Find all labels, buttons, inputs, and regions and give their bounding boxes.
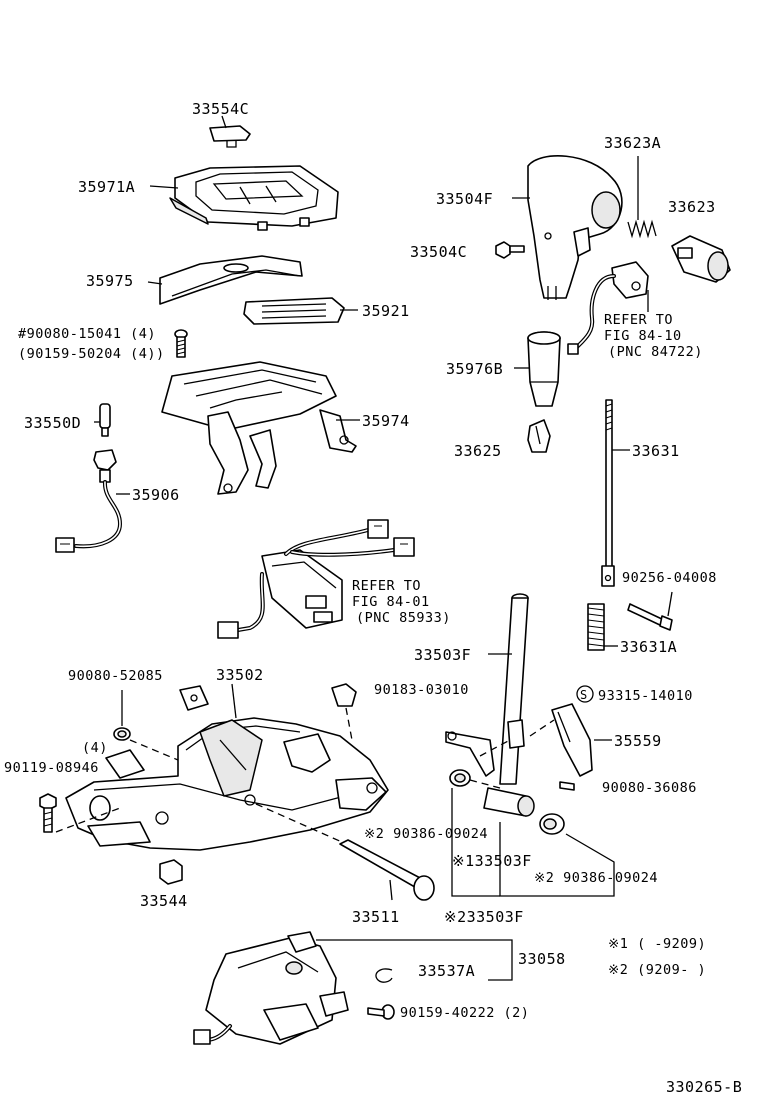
part-33544-drawing xyxy=(159,859,183,885)
part-33504f-drawing xyxy=(512,155,623,300)
part-35974-drawing xyxy=(161,361,360,495)
part-35906-drawing xyxy=(55,449,130,553)
label-35921: 35921 xyxy=(362,302,410,320)
label-93315-14010: 93315-14010 xyxy=(598,688,693,704)
part-33623a-drawing xyxy=(627,156,657,239)
label-refer-fig8410-2: FIG 84-10 xyxy=(604,328,682,344)
part-35975-drawing xyxy=(147,255,303,305)
group-bracket-33503f-drawing xyxy=(451,788,615,897)
label-33625: 33625 xyxy=(454,442,502,460)
label-90080-36086: 90080-36086 xyxy=(602,780,697,796)
label-33631a: 33631A xyxy=(620,638,677,656)
label-33537a: 33537A xyxy=(418,962,475,980)
label-33623: 33623 xyxy=(668,198,716,216)
label-35975: 35975 xyxy=(86,272,134,290)
part-35976b-drawing xyxy=(514,331,561,407)
label-33504c: 33504C xyxy=(410,243,467,261)
part-93315-14010-drawing: S xyxy=(576,685,594,703)
label-note1: ※1 ( -9209) xyxy=(608,936,706,952)
label-35559: 35559 xyxy=(614,732,662,750)
label-35974: 35974 xyxy=(362,412,410,430)
clip-90183-03010-drawing xyxy=(331,683,357,741)
label-33544: 33544 xyxy=(140,892,188,910)
part-33058-drawing xyxy=(193,931,513,1045)
label-90119-08946: 90119-08946 xyxy=(4,760,99,776)
label-90386-09024-a: ※2 90386-09024 xyxy=(364,826,488,842)
label-refer-fig8410-1: REFER TO xyxy=(604,312,673,328)
switch-fig8410-drawing xyxy=(567,261,649,355)
label-90386-09024-b: ※2 90386-09024 xyxy=(534,870,658,886)
label-90183-03010: 90183-03010 xyxy=(374,682,469,698)
label-90080-15041: #90080-15041 (4) xyxy=(18,326,156,342)
label-33504f: 33504F xyxy=(436,190,493,208)
label-35976b: 35976B xyxy=(446,360,503,378)
part-35559-drawing xyxy=(529,703,612,777)
part-33537a-drawing xyxy=(375,968,393,983)
label-refer-fig8401-3: (PNC 85933) xyxy=(356,610,451,626)
svg-text:S: S xyxy=(580,688,588,702)
label-refer-fig8410-3: (PNC 84722) xyxy=(608,344,703,360)
screw-90080-36086-drawing xyxy=(559,781,575,791)
screw-90080-15041-drawing xyxy=(174,329,188,358)
pin-90256-04008-drawing xyxy=(627,591,673,631)
label-33502: 33502 xyxy=(216,666,264,684)
label-33058: 33058 xyxy=(518,950,566,968)
label-33503f: 33503F xyxy=(414,646,471,664)
part-33550d-drawing xyxy=(94,403,111,437)
label-90159-40222: 90159-40222 (2) xyxy=(400,1005,529,1021)
bolt-90119-08946-drawing xyxy=(39,793,121,833)
screw-33504c-drawing xyxy=(495,241,525,259)
label-90256-04008: 90256-04008 xyxy=(622,570,717,586)
label-qty4: (4) xyxy=(82,740,108,756)
bushing-90386-09024-a-drawing xyxy=(449,769,471,787)
part-33502-drawing xyxy=(65,683,389,851)
label-35971a: 35971A xyxy=(78,178,135,196)
label-33503f-2: ※233503F xyxy=(444,908,524,926)
label-33511: 33511 xyxy=(352,908,400,926)
label-33631: 33631 xyxy=(632,442,680,460)
label-90080-52085: 90080-52085 xyxy=(68,668,163,684)
harness-fig8401-drawing xyxy=(217,519,415,639)
part-33554c-drawing xyxy=(209,115,251,148)
label-33503f-1: ※133503F xyxy=(452,852,532,870)
bushing-90386-09024-b-drawing xyxy=(539,813,565,835)
label-figure-code: 330265-B xyxy=(666,1078,742,1096)
label-refer-fig8401-1: REFER TO xyxy=(352,578,421,594)
part-33631a-drawing xyxy=(587,603,618,651)
part-33631-drawing xyxy=(601,399,630,587)
washer-90080-52085-drawing xyxy=(113,690,131,741)
label-33550d: 33550D xyxy=(24,414,81,432)
part-35921-drawing xyxy=(243,297,358,325)
label-90159-50204: (90159-50204 (4)) xyxy=(18,346,165,362)
screw-90159-40222-drawing xyxy=(367,1004,395,1020)
label-33554c: 33554C xyxy=(192,100,249,118)
label-35906: 35906 xyxy=(132,486,180,504)
part-33623-drawing xyxy=(671,235,731,283)
label-33623a: 33623A xyxy=(604,134,661,152)
label-refer-fig8401-2: FIG 84-01 xyxy=(352,594,430,610)
part-35971a-drawing xyxy=(149,165,339,231)
part-33625-drawing xyxy=(527,419,551,453)
part-33503f-drawing xyxy=(469,593,535,817)
lever-bracket-drawing xyxy=(445,731,511,777)
part-33511-drawing xyxy=(339,839,435,901)
label-note2: ※2 (9209- ) xyxy=(608,962,706,978)
